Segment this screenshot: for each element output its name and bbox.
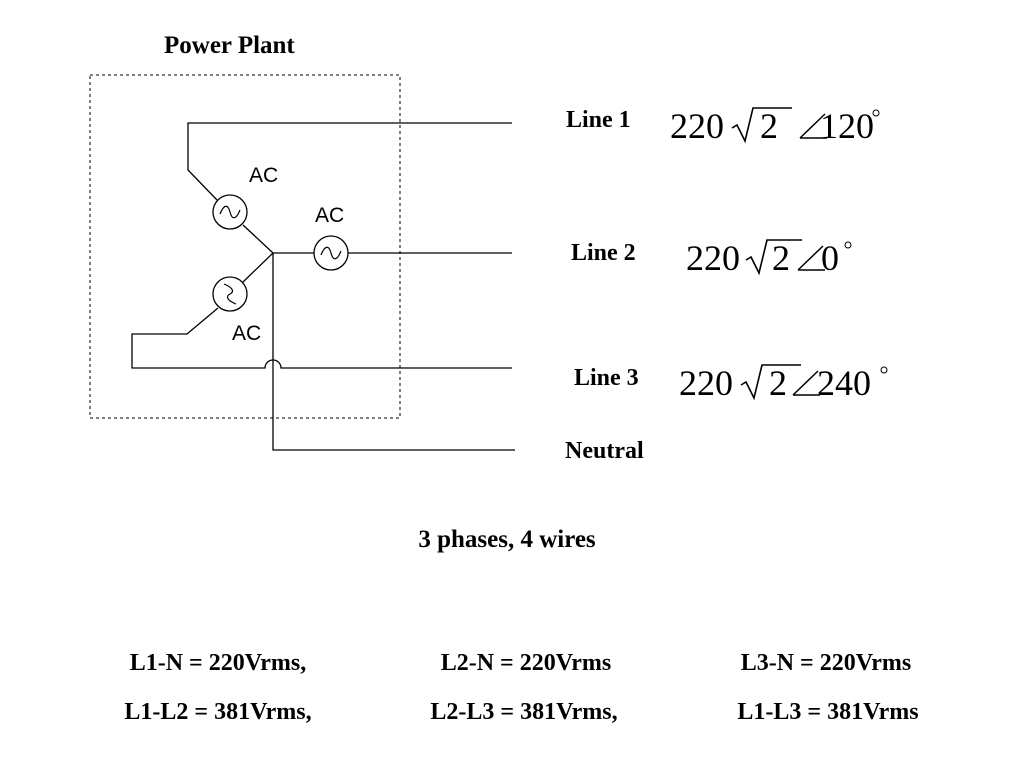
line-3-angle: 240 [817, 363, 871, 403]
line-3-wire [131, 307, 512, 369]
ac-label-2: AC [315, 204, 345, 227]
line-voltage-l2-l3: L2-L3 = 381Vrms, [430, 699, 618, 725]
line-3-root: 2 [769, 363, 787, 403]
power-plant-boundary [89, 74, 401, 419]
line-voltage-l1-l2: L1-L2 = 381Vrms, [124, 699, 312, 725]
neutral-wire [272, 253, 515, 451]
source-1-to-star [242, 224, 274, 254]
ac-source-3-icon [212, 276, 248, 312]
ac-source-2-icon [313, 235, 349, 271]
ac-label-3: AC [232, 322, 262, 345]
line-2-root: 2 [772, 238, 790, 278]
neutral-label: Neutral [565, 438, 644, 464]
line-3-label: Line 3 [574, 365, 639, 391]
phase-voltage-l2: L2-N = 220Vrms [440, 650, 612, 676]
line-1-wire [187, 122, 512, 201]
line-1-magnitude: 220 [670, 106, 724, 146]
line-3-magnitude: 220 [679, 363, 733, 403]
line-1-root: 2 [760, 106, 778, 146]
line-2-magnitude: 220 [686, 238, 740, 278]
line-2-angle: 0 [821, 238, 839, 278]
caption: 3 phases, 4 wires [418, 526, 596, 553]
line-1-label: Line 1 [566, 107, 631, 133]
ac-label-1: AC [249, 164, 279, 187]
line-voltage-l1-l3: L1-L3 = 381Vrms [737, 699, 919, 725]
line-2-phasor: 220 2 0 [686, 236, 866, 282]
line-2-label: Line 2 [571, 240, 636, 266]
line-3-phasor: 220 2 240 [679, 361, 894, 407]
phase-voltage-l1: L1-N = 220Vrms, [129, 650, 307, 676]
ac-source-1-icon [212, 194, 248, 230]
line-1-phasor: 220 2 120 [670, 104, 885, 150]
star-to-source-3 [242, 252, 274, 283]
page-title: Power Plant [164, 32, 295, 59]
line-1-angle: 120 [820, 106, 874, 146]
phase-voltage-l3: L3-N = 220Vrms [740, 650, 912, 676]
